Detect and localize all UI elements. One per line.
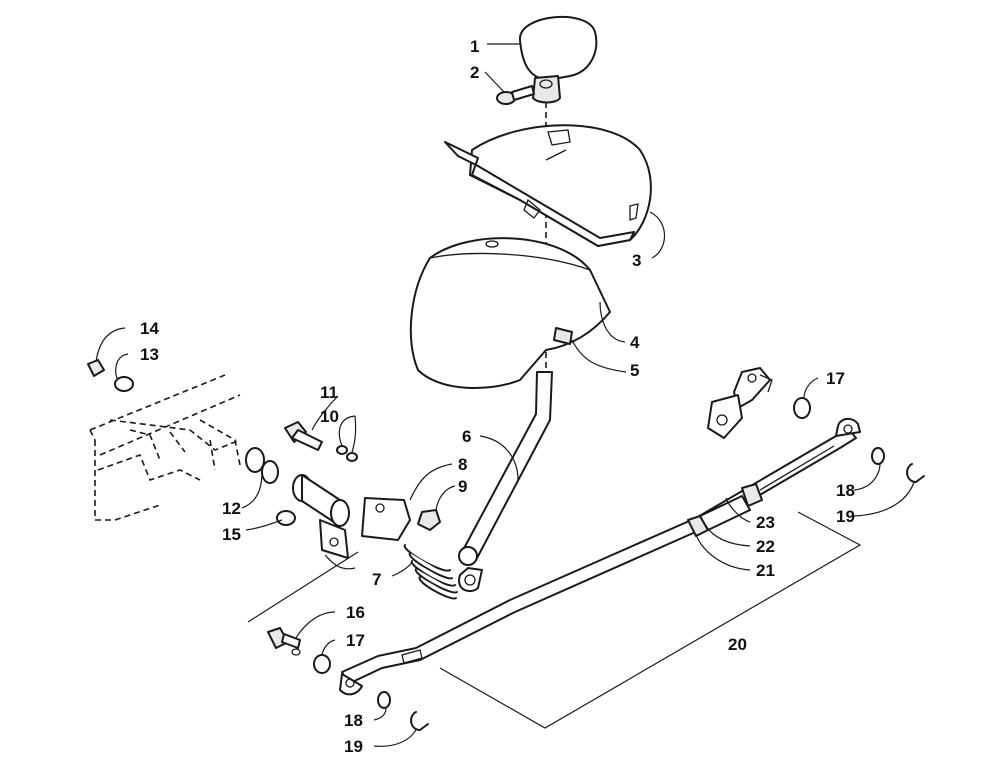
callout-1: 1 <box>470 37 479 56</box>
callout-18-lower: 18 <box>344 711 363 730</box>
part-stud-bolt <box>284 421 323 451</box>
part-o-ring-a <box>245 447 265 473</box>
callout-2: 2 <box>470 63 479 82</box>
part-shift-lever <box>458 371 553 593</box>
callout-17-lower: 17 <box>346 631 365 650</box>
callout-23: 23 <box>756 513 775 532</box>
callout-19-lower: 19 <box>344 737 363 756</box>
part-shift-rod <box>339 418 861 696</box>
part-e-clip-19-lower <box>410 711 429 731</box>
callout-9: 9 <box>458 477 467 496</box>
leader-lines <box>95 43 915 747</box>
part-washer-18-lower <box>377 691 391 709</box>
callout-11: 11 <box>320 383 338 402</box>
callout-16: 16 <box>346 603 365 622</box>
part-shift-knob <box>518 15 598 104</box>
part-bushing <box>553 327 573 345</box>
frame-reference <box>89 374 241 521</box>
callout-12: 12 <box>222 499 241 518</box>
part-washer-17-upper <box>793 397 811 419</box>
part-nut-23 <box>741 483 763 507</box>
part-nut-9 <box>417 509 441 531</box>
part-transmission-linkage <box>707 367 773 439</box>
part-washer-17-lower <box>313 654 331 674</box>
part-bolt-14 <box>87 359 105 377</box>
callout-8: 8 <box>458 455 467 474</box>
part-washer-10b <box>346 452 358 462</box>
part-e-clip-19-upper <box>906 463 925 483</box>
part-spring <box>403 544 458 600</box>
callout-22: 22 <box>756 537 775 556</box>
callout-18-upper: 18 <box>836 481 855 500</box>
rod-thread <box>759 445 835 491</box>
part-upper-shroud <box>444 124 652 247</box>
part-stud-16 <box>267 627 301 656</box>
callout-5: 5 <box>630 361 639 380</box>
callout-20: 20 <box>728 635 747 654</box>
callout-17-upper: 17 <box>826 369 845 388</box>
callout-21: 21 <box>756 561 775 580</box>
callout-10: 10 <box>320 407 339 426</box>
part-washer-10a <box>336 445 348 455</box>
callout-15: 15 <box>222 525 241 544</box>
part-shift-arm <box>292 474 411 559</box>
callout-3: 3 <box>632 251 641 270</box>
callout-13: 13 <box>140 345 159 364</box>
part-washer-18-upper <box>871 447 885 465</box>
callout-labels: 1 2 3 4 5 6 7 8 9 10 11 12 13 14 15 16 1… <box>140 37 855 756</box>
callout-6: 6 <box>462 427 471 446</box>
part-screw <box>496 85 535 105</box>
callout-7: 7 <box>372 570 381 589</box>
part-lower-cover <box>409 237 611 389</box>
callout-14: 14 <box>140 319 159 338</box>
callout-4: 4 <box>630 333 640 352</box>
part-o-ring-b <box>261 460 279 484</box>
part-washer-13 <box>114 376 134 392</box>
callout-19-upper: 19 <box>836 507 855 526</box>
part-washer-15 <box>276 510 296 526</box>
